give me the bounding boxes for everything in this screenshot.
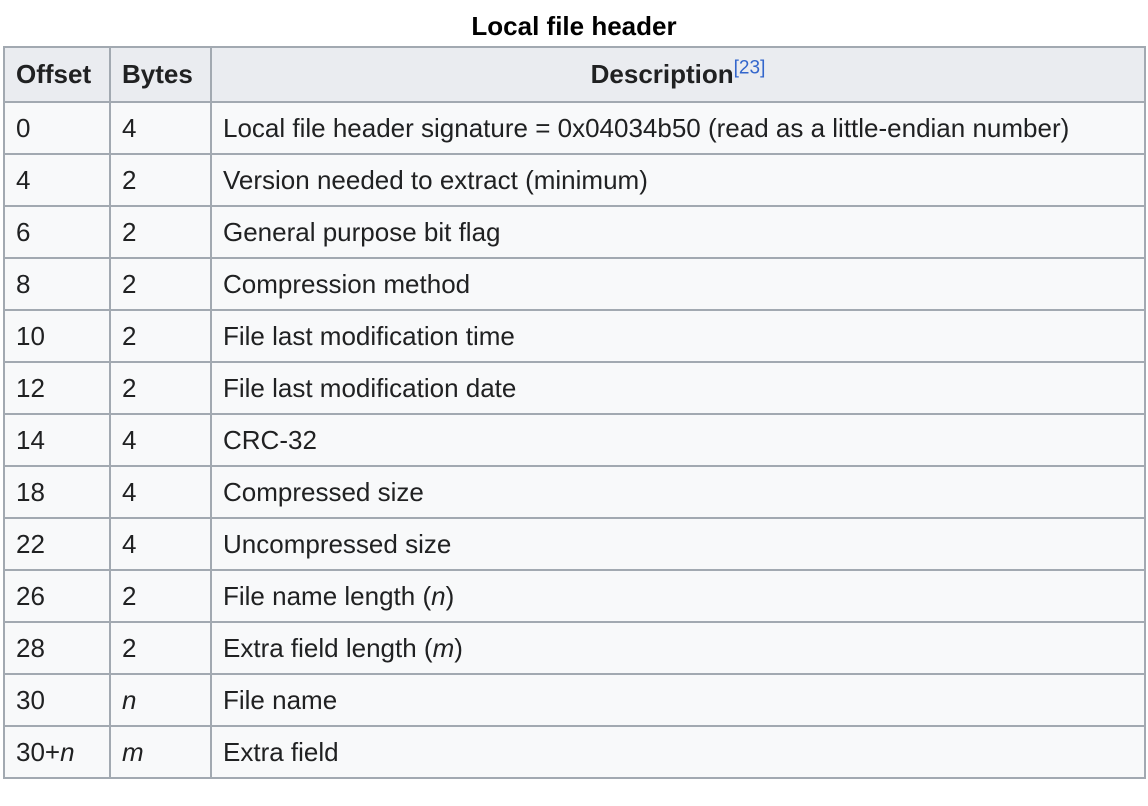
reference-link[interactable]: [23] xyxy=(733,57,766,79)
offset-cell: 14 xyxy=(3,413,111,467)
offset-cell: 28 xyxy=(3,621,111,675)
offset-cell: 18 xyxy=(3,465,111,519)
table-row: 28 2 Extra field length (m) xyxy=(3,621,1146,675)
offset-cell: 4 xyxy=(3,153,111,207)
bytes-cell: 2 xyxy=(109,205,212,259)
description-cell: File last modification date xyxy=(210,361,1146,415)
bytes-cell: 2 xyxy=(109,361,212,415)
description-text: ) xyxy=(445,580,455,611)
bytes-cell: 2 xyxy=(109,309,212,363)
local-file-header-table: Offset Bytes Description[23] 0 4 Local f… xyxy=(3,46,1146,779)
offset-text: 30+ xyxy=(16,736,61,767)
description-cell: Extra field xyxy=(210,725,1146,779)
bytes-cell: 2 xyxy=(109,569,212,623)
bytes-cell: 2 xyxy=(109,153,212,207)
table-row: 30+n m Extra field xyxy=(3,725,1146,779)
offset-cell: 26 xyxy=(3,569,111,623)
description-cell: File name length (n) xyxy=(210,569,1146,623)
table-row: 22 4 Uncompressed size xyxy=(3,517,1146,571)
bytes-cell: 2 xyxy=(109,257,212,311)
offset-cell: 12 xyxy=(3,361,111,415)
offset-cell: 8 xyxy=(3,257,111,311)
bytes-cell: 2 xyxy=(109,621,212,675)
description-cell: CRC-32 xyxy=(210,413,1146,467)
bytes-column-header: Bytes xyxy=(109,46,212,103)
description-cell: Version needed to extract (minimum) xyxy=(210,153,1146,207)
description-cell: General purpose bit flag xyxy=(210,205,1146,259)
offset-cell: 30 xyxy=(3,673,111,727)
variable-name: n xyxy=(60,736,75,767)
table-row: 26 2 File name length (n) xyxy=(3,569,1146,623)
offset-cell: 22 xyxy=(3,517,111,571)
offset-cell: 0 xyxy=(3,101,111,155)
description-cell: File name xyxy=(210,673,1146,727)
table-row: 4 2 Version needed to extract (minimum) xyxy=(3,153,1146,207)
description-text: Extra field length ( xyxy=(223,632,433,663)
table-caption: Local file header xyxy=(471,11,677,41)
variable-name: m xyxy=(432,632,455,663)
description-cell: Local file header signature = 0x04034b50… xyxy=(210,101,1146,155)
variable-name: n xyxy=(431,580,446,611)
table-row: 12 2 File last modification date xyxy=(3,361,1146,415)
description-header-label: Description xyxy=(590,59,734,89)
table-row: 10 2 File last modification time xyxy=(3,309,1146,363)
bytes-cell: 4 xyxy=(109,517,212,571)
table-row: 0 4 Local file header signature = 0x0403… xyxy=(3,101,1146,155)
table-row: 30 n File name xyxy=(3,673,1146,727)
offset-cell: 6 xyxy=(3,205,111,259)
offset-cell: 30+n xyxy=(3,725,111,779)
table-row: 8 2 Compression method xyxy=(3,257,1146,311)
description-cell: Compression method xyxy=(210,257,1146,311)
table-row: 6 2 General purpose bit flag xyxy=(3,205,1146,259)
offset-cell: 10 xyxy=(3,309,111,363)
description-column-header: Description[23] xyxy=(210,46,1146,103)
offset-column-header: Offset xyxy=(3,46,111,103)
description-cell: Extra field length (m) xyxy=(210,621,1146,675)
bytes-cell: n xyxy=(109,673,212,727)
description-cell: Uncompressed size xyxy=(210,517,1146,571)
description-cell: Compressed size xyxy=(210,465,1146,519)
bytes-cell: 4 xyxy=(109,101,212,155)
table-row: 14 4 CRC-32 xyxy=(3,413,1146,467)
description-text: ) xyxy=(454,632,463,663)
bytes-cell: 4 xyxy=(109,465,212,519)
table-row: 18 4 Compressed size xyxy=(3,465,1146,519)
description-text: File name length ( xyxy=(223,580,432,611)
bytes-cell: 4 xyxy=(109,413,212,467)
description-cell: File last modification time xyxy=(210,309,1146,363)
bytes-cell: m xyxy=(109,725,212,779)
header-row: Offset Bytes Description[23] xyxy=(3,46,1146,103)
